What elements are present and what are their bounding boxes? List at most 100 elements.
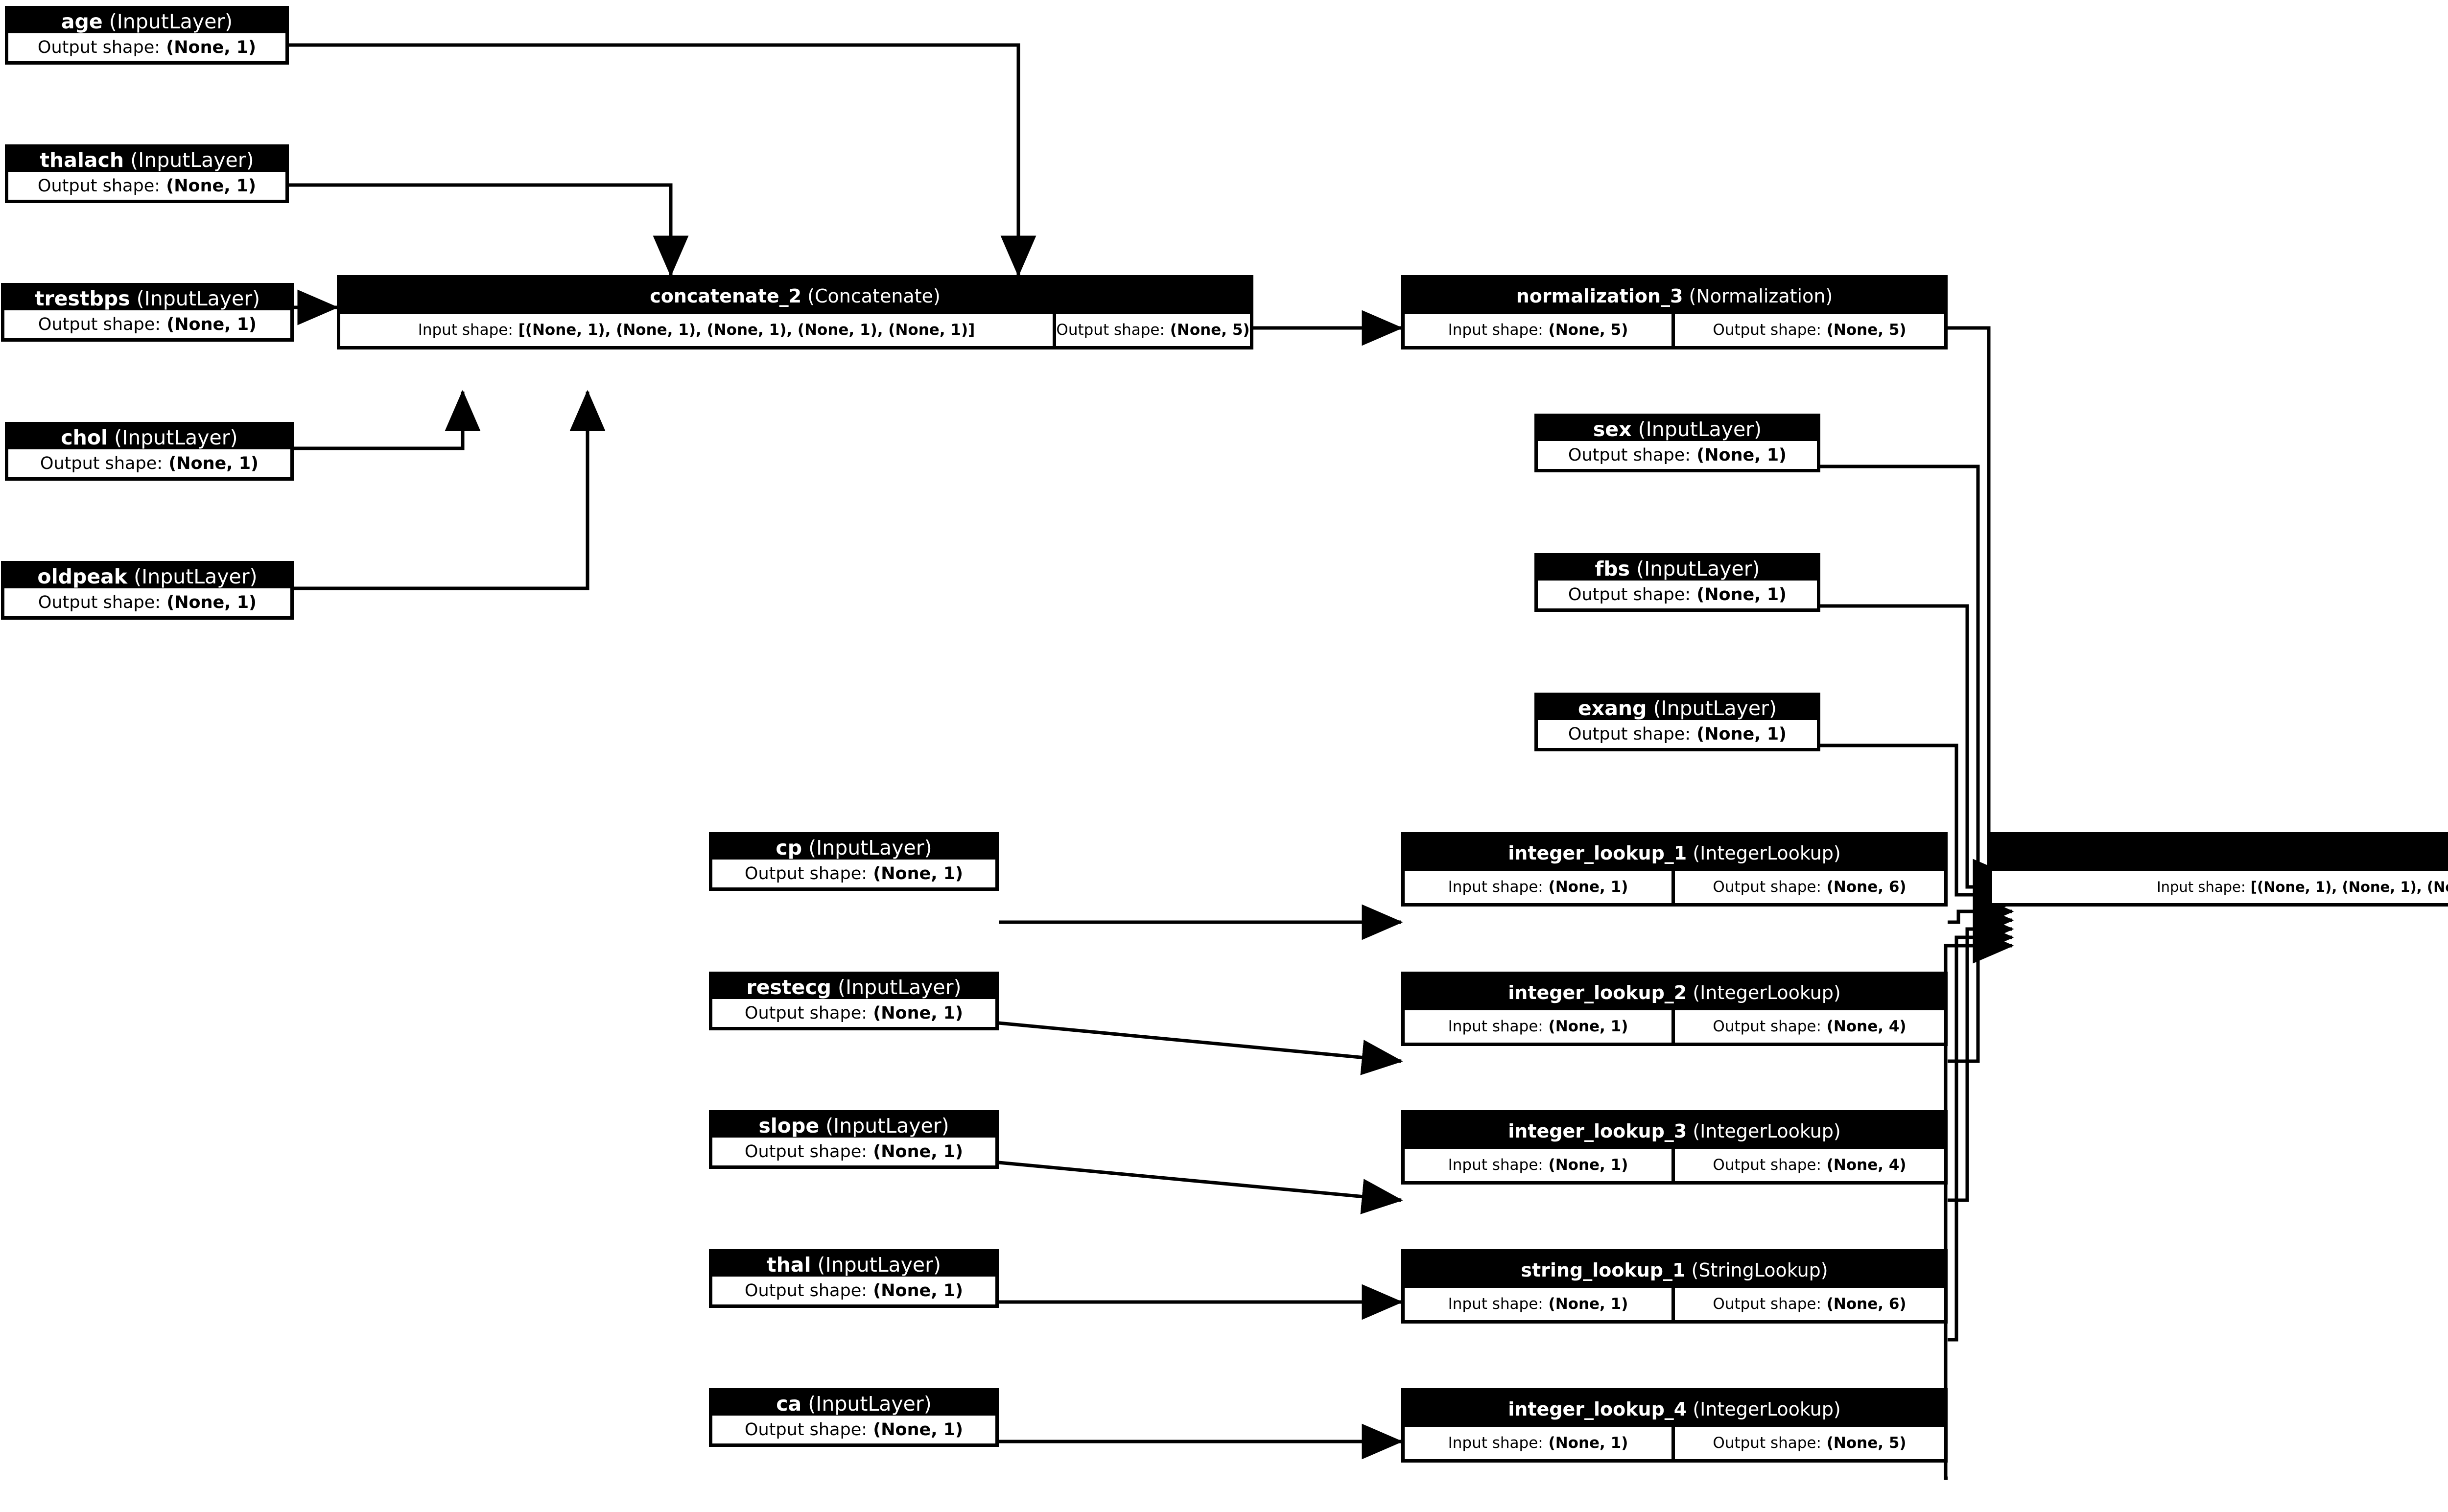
node-trestbps[interactable]: trestbps(InputLayer) Output shape:(None,… bbox=[1, 283, 294, 342]
node-cp-name: cp bbox=[776, 836, 802, 860]
node-exang-type: (InputLayer) bbox=[1653, 696, 1777, 720]
node-cp[interactable]: cp(InputLayer) Output shape:(None, 1) bbox=[709, 832, 999, 891]
output-shape-label: Output shape: bbox=[744, 1141, 868, 1162]
node-restecg-output-cell: Output shape:(None, 1) bbox=[712, 999, 995, 1027]
node-restecg-body: Output shape:(None, 1) bbox=[712, 999, 995, 1027]
input-shape-label: Input shape: bbox=[418, 321, 513, 339]
node-sex-output-value: (None, 1) bbox=[1696, 445, 1787, 465]
node-integer-lookup-2-output-value: (None, 4) bbox=[1826, 1018, 1907, 1035]
output-shape-label: Output shape: bbox=[1568, 445, 1691, 465]
node-sex-body: Output shape:(None, 1) bbox=[1538, 441, 1817, 469]
node-oldpeak[interactable]: oldpeak(InputLayer) Output shape:(None, … bbox=[1, 561, 294, 620]
node-string-lookup-1[interactable]: string_lookup_1(StringLookup) Input shap… bbox=[1401, 1249, 1948, 1324]
node-age-title: age(InputLayer) bbox=[8, 9, 285, 33]
output-shape-label: Output shape: bbox=[1713, 321, 1821, 339]
node-thal[interactable]: thal(InputLayer) Output shape:(None, 1) bbox=[709, 1249, 999, 1308]
node-ca-body: Output shape:(None, 1) bbox=[712, 1416, 995, 1443]
node-sex[interactable]: sex(InputLayer) Output shape:(None, 1) bbox=[1534, 414, 1820, 472]
node-slope[interactable]: slope(InputLayer) Output shape:(None, 1) bbox=[709, 1110, 999, 1169]
node-ca-output-cell: Output shape:(None, 1) bbox=[712, 1416, 995, 1443]
node-exang[interactable]: exang(InputLayer) Output shape:(None, 1) bbox=[1534, 693, 1820, 751]
node-cp-title: cp(InputLayer) bbox=[712, 836, 995, 860]
output-shape-label: Output shape: bbox=[1713, 1156, 1821, 1174]
node-integer-lookup-4-output-value: (None, 5) bbox=[1826, 1434, 1907, 1452]
node-integer-lookup-3-name: integer_lookup_3 bbox=[1508, 1120, 1687, 1142]
node-integer-lookup-4[interactable]: integer_lookup_4(IntegerLookup) Input sh… bbox=[1401, 1388, 1948, 1463]
node-cp-body: Output shape:(None, 1) bbox=[712, 860, 995, 887]
node-integer-lookup-1-title: integer_lookup_1(IntegerLookup) bbox=[1405, 836, 1944, 871]
node-integer-lookup-1-input-value: (None, 1) bbox=[1548, 878, 1628, 896]
node-thal-output-value: (None, 1) bbox=[873, 1280, 964, 1301]
node-concatenate-2[interactable]: concatenate_2(Concatenate) Input shape: [… bbox=[337, 275, 1253, 349]
node-integer-lookup-4-input-value: (None, 1) bbox=[1548, 1434, 1628, 1452]
node-slope-name: slope bbox=[758, 1114, 820, 1138]
node-restecg-name: restecg bbox=[746, 975, 831, 999]
output-shape-label: Output shape: bbox=[744, 863, 868, 884]
node-chol[interactable]: chol(InputLayer) Output shape:(None, 1) bbox=[5, 422, 294, 481]
node-integer-lookup-2-body: Input shape:(None, 1) Output shape:(None… bbox=[1405, 1010, 1944, 1043]
node-age-output-cell: Output shape:(None, 1) bbox=[8, 33, 285, 61]
output-shape-label: Output shape: bbox=[1568, 584, 1691, 605]
node-integer-lookup-2-type: (IntegerLookup) bbox=[1693, 982, 1841, 1003]
node-cp-type: (InputLayer) bbox=[808, 836, 932, 860]
node-thalach[interactable]: thalach(InputLayer) Output shape:(None, … bbox=[5, 144, 289, 203]
node-concatenate-3[interactable]: concatenate_3(Concatenate) Input shape:[… bbox=[1989, 832, 2448, 907]
node-integer-lookup-3-input-value: (None, 1) bbox=[1548, 1156, 1628, 1174]
node-ca[interactable]: ca(InputLayer) Output shape:(None, 1) bbox=[709, 1388, 999, 1447]
node-integer-lookup-3-type: (IntegerLookup) bbox=[1693, 1120, 1841, 1142]
node-concatenate-2-title: concatenate_2(Concatenate) bbox=[340, 279, 1250, 314]
node-concatenate-3-input-value: [(None, 1), (None, 1), (None, 1), (None,… bbox=[2250, 879, 2448, 895]
output-shape-label: Output shape: bbox=[40, 453, 163, 473]
node-chol-name: chol bbox=[61, 425, 108, 449]
input-shape-label: Input shape: bbox=[1448, 1434, 1543, 1452]
node-integer-lookup-4-title: integer_lookup_4(IntegerLookup) bbox=[1405, 1392, 1944, 1427]
node-concatenate-3-input-cell: Input shape:[(None, 1), (None, 1), (None… bbox=[1992, 871, 2448, 903]
node-restecg-title: restecg(InputLayer) bbox=[712, 975, 995, 999]
output-shape-label: Output shape: bbox=[744, 1419, 868, 1440]
node-sex-type: (InputLayer) bbox=[1638, 417, 1762, 441]
node-thal-type: (InputLayer) bbox=[817, 1253, 942, 1277]
node-exang-name: exang bbox=[1578, 696, 1647, 720]
node-integer-lookup-1-input-cell: Input shape:(None, 1) bbox=[1405, 871, 1671, 903]
output-shape-label: Output shape: bbox=[1056, 321, 1165, 339]
node-chol-body: Output shape:(None, 1) bbox=[8, 449, 290, 477]
node-trestbps-output-cell: Output shape:(None, 1) bbox=[4, 310, 290, 338]
node-string-lookup-1-output-cell: Output shape:(None, 6) bbox=[1675, 1288, 1944, 1320]
node-concatenate-2-input-value: [(None, 1), (None, 1), (None, 1), (None,… bbox=[518, 321, 975, 339]
node-integer-lookup-3[interactable]: integer_lookup_3(IntegerLookup) Input sh… bbox=[1401, 1110, 1948, 1185]
node-integer-lookup-1[interactable]: integer_lookup_1(IntegerLookup) Input sh… bbox=[1401, 832, 1948, 907]
node-integer-lookup-4-type: (IntegerLookup) bbox=[1693, 1398, 1841, 1420]
node-chol-output-value: (None, 1) bbox=[168, 453, 259, 473]
node-integer-lookup-2[interactable]: integer_lookup_2(IntegerLookup) Input sh… bbox=[1401, 972, 1948, 1046]
node-normalization-3-title: normalization_3(Normalization) bbox=[1405, 279, 1944, 314]
node-integer-lookup-4-output-cell: Output shape: (None, 5) bbox=[1675, 1427, 1944, 1459]
node-string-lookup-1-title: string_lookup_1(StringLookup) bbox=[1405, 1253, 1944, 1288]
node-slope-title: slope(InputLayer) bbox=[712, 1114, 995, 1138]
node-concatenate-3-title: concatenate_3(Concatenate) bbox=[1992, 836, 2448, 871]
node-integer-lookup-1-body: Input shape:(None, 1) Output shape:(None… bbox=[1405, 871, 1944, 903]
node-string-lookup-1-output-value: (None, 6) bbox=[1826, 1295, 1907, 1313]
node-thalach-name: thalach bbox=[40, 148, 124, 172]
node-restecg[interactable]: restecg(InputLayer) Output shape:(None, … bbox=[709, 972, 999, 1030]
node-oldpeak-name: oldpeak bbox=[37, 564, 128, 588]
output-shape-label: Output shape: bbox=[1713, 1434, 1821, 1452]
node-ca-type: (InputLayer) bbox=[808, 1392, 932, 1416]
node-sex-output-cell: Output shape:(None, 1) bbox=[1538, 441, 1817, 469]
node-integer-lookup-2-title: integer_lookup_2(IntegerLookup) bbox=[1405, 975, 1944, 1010]
node-normalization-3-name: normalization_3 bbox=[1516, 285, 1683, 307]
node-exang-body: Output shape:(None, 1) bbox=[1538, 720, 1817, 748]
output-shape-label: Output shape: bbox=[37, 37, 161, 57]
node-integer-lookup-3-output-value: (None, 4) bbox=[1826, 1156, 1907, 1174]
node-slope-body: Output shape:(None, 1) bbox=[712, 1138, 995, 1165]
output-shape-label: Output shape: bbox=[37, 176, 161, 196]
node-ca-name: ca bbox=[776, 1392, 802, 1416]
node-normalization-3[interactable]: normalization_3(Normalization) Input sha… bbox=[1401, 275, 1948, 349]
node-integer-lookup-1-output-value: (None, 6) bbox=[1826, 878, 1907, 896]
node-integer-lookup-3-output-cell: Output shape: (None, 4) bbox=[1675, 1149, 1944, 1181]
node-integer-lookup-4-body: Input shape: (None, 1) Output shape: (None… bbox=[1405, 1427, 1944, 1459]
node-trestbps-output-value: (None, 1) bbox=[166, 314, 257, 334]
node-fbs[interactable]: fbs(InputLayer) Output shape:(None, 1) bbox=[1534, 553, 1820, 612]
node-age[interactable]: age(InputLayer) Output shape:(None, 1) bbox=[5, 6, 289, 65]
node-normalization-3-body: Input shape:(None, 5) Output shape:(None… bbox=[1405, 314, 1944, 346]
